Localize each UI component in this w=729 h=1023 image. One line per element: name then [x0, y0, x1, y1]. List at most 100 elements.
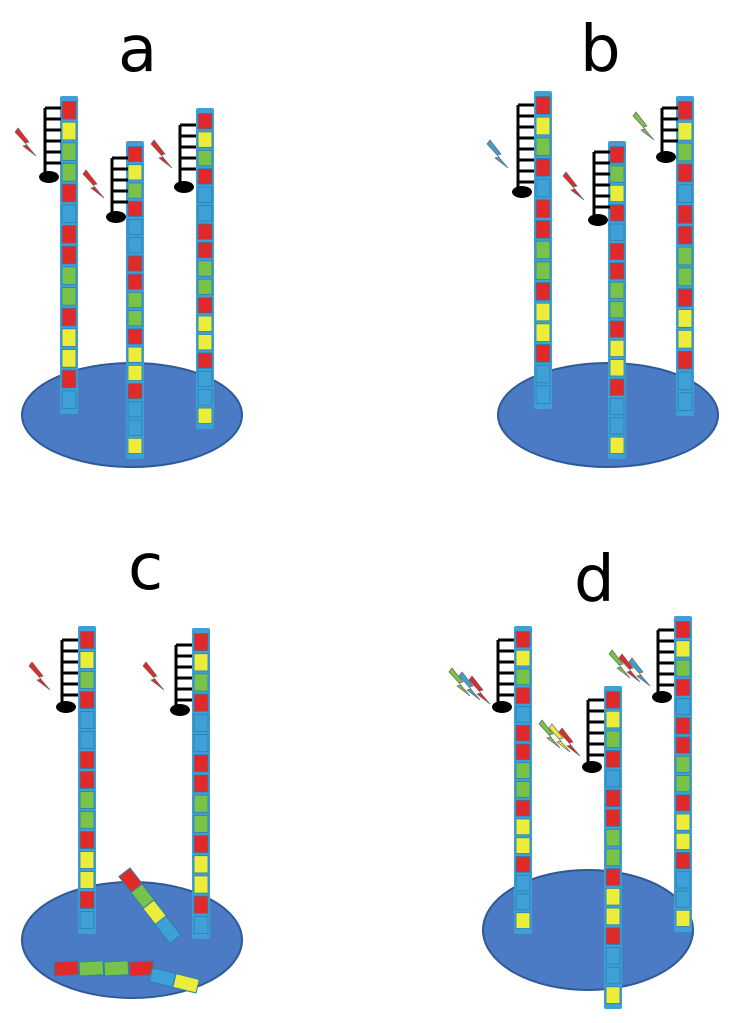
fallen-blocks — [53, 867, 200, 994]
pillar-a2-block — [127, 200, 143, 217]
pillar-d3-block — [675, 852, 691, 870]
pillar-d2-block — [605, 809, 621, 827]
lightning-icon — [628, 657, 651, 687]
ladder-a1-foot — [39, 171, 59, 183]
pillar-b2-block — [609, 204, 625, 222]
pillar-a3-block — [197, 223, 213, 240]
pillar-b3-block — [677, 392, 693, 411]
pillar-a2-block — [127, 346, 143, 363]
panel-label-b: b — [580, 13, 621, 87]
pillar-d3-block — [675, 621, 691, 639]
panel-label-d: d — [574, 543, 615, 617]
pillar-b2-block — [609, 242, 625, 261]
pillar-d2-block — [605, 927, 621, 945]
pillar-a3-block — [197, 131, 213, 148]
pillar-d3-block — [675, 909, 691, 927]
pillar-b2-block — [609, 301, 625, 319]
pillar-a3-block — [197, 297, 213, 314]
pillar-a3-block — [197, 205, 213, 222]
lightning-icon — [14, 127, 37, 157]
pillar-b1-block — [535, 199, 551, 218]
fallen-block — [53, 960, 80, 977]
pillar-a2-block — [127, 364, 143, 381]
pillar-a3-block — [197, 278, 213, 296]
pillar-d2-block — [605, 907, 621, 926]
pillar-a1-block — [61, 328, 77, 347]
lightning-icon — [458, 671, 481, 701]
pillar-c2-block — [193, 855, 209, 874]
pillar-a1-block — [61, 225, 77, 244]
pillar-d3-block — [675, 755, 691, 773]
ladder-b2-foot — [588, 214, 608, 226]
pillar-b1-block — [535, 302, 551, 322]
pillar-d1-block — [515, 874, 531, 892]
ladder-d2-foot — [582, 761, 602, 773]
pillar-d2-block — [605, 868, 621, 886]
panel-label-c: c — [128, 531, 164, 605]
pillar-a1-block — [61, 349, 77, 368]
pillar-b2-block — [609, 281, 625, 299]
pillar-a2-block — [127, 164, 143, 181]
pillar-b1-block — [535, 137, 551, 156]
pillar-b1-block — [535, 282, 551, 301]
pillar-b1-block — [535, 385, 551, 404]
pillar-b2-block — [609, 262, 625, 280]
pillar-c2-block — [193, 633, 209, 652]
pillar-a3-block — [197, 389, 213, 406]
pillar-b3-block — [677, 350, 693, 370]
pillar-d2-block — [605, 789, 621, 808]
pillar-a2-block — [127, 291, 143, 309]
pillar-a3-block — [197, 334, 213, 351]
pillar-a2-block — [127, 273, 143, 290]
pillar-d1-block — [515, 724, 531, 742]
pillar-b1-block — [535, 96, 551, 115]
pillar-d2-block — [605, 966, 621, 985]
pillar-d1-block — [515, 687, 531, 704]
lightning-icon — [558, 727, 581, 757]
pillar-a3-block — [197, 113, 213, 130]
pillar-c1-block — [79, 851, 95, 869]
pillar-d3-block — [675, 736, 691, 754]
pillar-d1-block — [515, 856, 531, 873]
pillar-c2-block — [193, 774, 209, 793]
pillar-b3-block — [677, 205, 693, 224]
pillar-b2-block — [609, 417, 625, 435]
pillar-c2-block — [193, 734, 209, 753]
fallen-block — [172, 973, 200, 994]
pillar-c1-block — [79, 891, 95, 909]
pillar-b2-block — [609, 320, 625, 338]
pillar-d1-block — [515, 762, 531, 779]
pillar-b2-block — [609, 359, 625, 377]
pillar-a3-block — [197, 370, 213, 388]
pillar-a3-block — [197, 352, 213, 369]
pillar-c1-block — [79, 671, 95, 689]
lightning-icon — [82, 169, 105, 199]
pillar-b3-block — [677, 101, 693, 120]
lightning-icon — [150, 139, 173, 169]
pillar-b2-block — [609, 146, 625, 164]
pillar-c2-block — [193, 673, 209, 692]
base-d — [482, 869, 694, 991]
pillar-a1-block — [61, 287, 77, 306]
pillar-a3-block — [197, 186, 213, 203]
pillar-d3-block — [675, 813, 691, 831]
pillar-d1-block — [515, 893, 531, 911]
pillar-b3-block — [677, 246, 693, 266]
pillar-d3-block — [675, 640, 691, 658]
pillar-b3-block — [677, 267, 693, 287]
pillar-d2-block — [605, 947, 621, 965]
pillar-b1-block — [535, 261, 551, 280]
fallen-block — [78, 960, 105, 977]
lightning-icon — [618, 653, 641, 683]
pillar-d1-block — [515, 668, 531, 686]
pillar-b1-block — [535, 364, 551, 384]
ladder-b3-foot — [656, 151, 676, 163]
pillar-b1-block — [535, 240, 551, 260]
pillar-b2-block — [609, 165, 625, 183]
pillar-b2-block — [609, 378, 625, 396]
pillar-c2-block — [193, 915, 209, 934]
lightning-icon — [448, 667, 471, 697]
pillar-c1-block — [79, 691, 95, 709]
pillar-d3-block — [675, 678, 691, 696]
